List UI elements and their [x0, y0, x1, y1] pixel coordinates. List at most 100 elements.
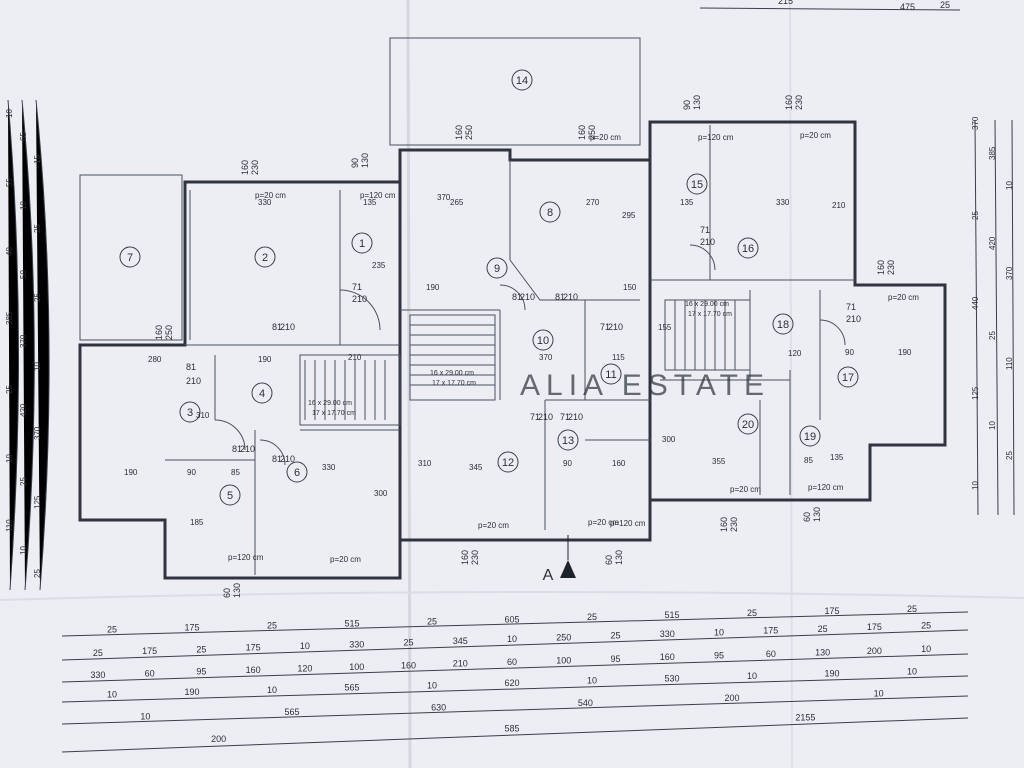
bottom-dimension: 25 [403, 638, 413, 648]
room-dimension: 210 [832, 201, 846, 210]
room-marker-circle [219, 484, 241, 506]
room-number-16: 16 [742, 243, 754, 255]
window-label: 160 [876, 260, 886, 275]
room-number-13: 13 [562, 435, 574, 447]
wall-note: p=120 cm [808, 483, 844, 492]
room-marker-circle [532, 329, 554, 351]
window-label: 160 [240, 160, 250, 175]
door-label: 210 [520, 292, 535, 302]
door-label: 71 [600, 322, 610, 332]
room-number-12: 12 [502, 457, 514, 469]
bottom-dimension: 175 [142, 646, 157, 656]
window-label: 130 [232, 583, 242, 598]
bottom-dimension: 25 [267, 621, 277, 631]
bottom-dimension: 330 [90, 670, 105, 680]
bottom-dimension: 10 [427, 680, 437, 690]
left-dimension: 55 [5, 178, 14, 187]
room-dimension: 135 [363, 198, 377, 207]
door-label: 71 [700, 225, 710, 235]
bottom-dimension: 10 [107, 690, 117, 700]
bottom-dimension: 10 [874, 689, 884, 699]
bottom-dimension: 100 [556, 655, 571, 665]
right-dimension: 110 [1005, 357, 1014, 370]
window-label: 230 [794, 95, 804, 110]
room-dimension: 370 [437, 193, 451, 202]
room-marker-circle [737, 413, 759, 435]
left-dimension: 10 [19, 201, 28, 210]
wall-note: p=20 cm [888, 293, 919, 302]
room-number-2: 2 [262, 252, 268, 264]
room-dimension: 90 [187, 468, 196, 477]
stair-note: 16 x 29.00 cm [308, 400, 352, 407]
bottom-dimension: 10 [714, 627, 724, 637]
left-dimension: 25 [19, 477, 28, 486]
stair-note: 17 x 17.70 cm [688, 311, 732, 318]
interior-wall [165, 190, 400, 575]
room-marker-circle [539, 201, 561, 223]
right-dimension: 25 [988, 331, 997, 340]
wall-note: p=20 cm [478, 521, 509, 530]
room-marker-circle [251, 382, 273, 404]
bottom-dimension: 95 [196, 667, 206, 677]
door-label: 81 [272, 454, 282, 464]
window-label: 250 [164, 325, 174, 340]
bottom-dimension: 175 [763, 626, 778, 636]
left-dimension: 10 [19, 546, 28, 555]
bottom-dimension: 250 [556, 632, 571, 642]
room-number-4: 4 [259, 388, 265, 400]
room-dimension: 135 [680, 198, 694, 207]
bottom-dimension: 345 [453, 636, 468, 646]
room-dimension: 90 [563, 459, 572, 468]
window-label: 160 [454, 125, 464, 140]
room-marker-circle [486, 257, 508, 279]
door-label: 210 [280, 322, 295, 332]
watermark: ALIA ESTATE [520, 369, 770, 402]
room-number-1: 1 [359, 238, 365, 250]
room-markers [119, 69, 859, 506]
bottom-dimension: 10 [587, 676, 597, 686]
bottom-dimension: 25 [427, 616, 437, 626]
door-label: 210 [352, 294, 367, 304]
door-label: 81 [232, 444, 242, 454]
bottom-dimension: 10 [507, 634, 517, 644]
door-label: 81 [186, 362, 196, 372]
room-marker-circle [497, 451, 519, 473]
window-label: 230 [729, 517, 739, 532]
room-number-7: 7 [127, 252, 133, 264]
bottom-dimension: 25 [587, 612, 597, 622]
bottom-dimension-chains [61, 611, 969, 753]
wall-note: p=20 cm [255, 191, 286, 200]
bottom-dimension: 10 [921, 644, 931, 654]
bottom-dimension: 25 [921, 620, 931, 630]
left-dimension: 65 [19, 132, 28, 141]
door-label: 210 [240, 444, 255, 454]
door-label: 210 [186, 376, 201, 386]
right-dimension: 125 [971, 386, 980, 400]
left-dimension: 370 [33, 426, 42, 440]
room-number-11: 11 [605, 369, 616, 381]
room-dimension: 235 [372, 261, 386, 270]
door-label: 71 [530, 412, 540, 422]
wall-note: p=120 cm [228, 553, 264, 562]
door-label: 210 [846, 314, 861, 324]
room-marker-circle [351, 232, 373, 254]
left-dimension: 420 [19, 403, 28, 417]
top-dimension: 215 [778, 0, 793, 6]
right-dimension: 25 [1005, 451, 1014, 460]
bottom-dimension: 160 [401, 660, 416, 670]
window-label: 130 [360, 153, 370, 168]
room-dimension: 190 [124, 468, 138, 477]
bottom-dimension: 515 [344, 618, 359, 628]
door-label: 210 [563, 292, 578, 302]
bottom-dimension: 60 [766, 649, 776, 659]
room-number-5: 5 [227, 490, 233, 502]
room-dimension: 150 [623, 283, 637, 292]
window-label: 160 [154, 325, 164, 340]
door-label: 81 [512, 292, 522, 302]
room-dimension: 330 [776, 198, 790, 207]
room-dimension: 300 [374, 489, 388, 498]
bottom-dimension: 10 [300, 641, 310, 651]
room-marker-circle [119, 246, 141, 268]
